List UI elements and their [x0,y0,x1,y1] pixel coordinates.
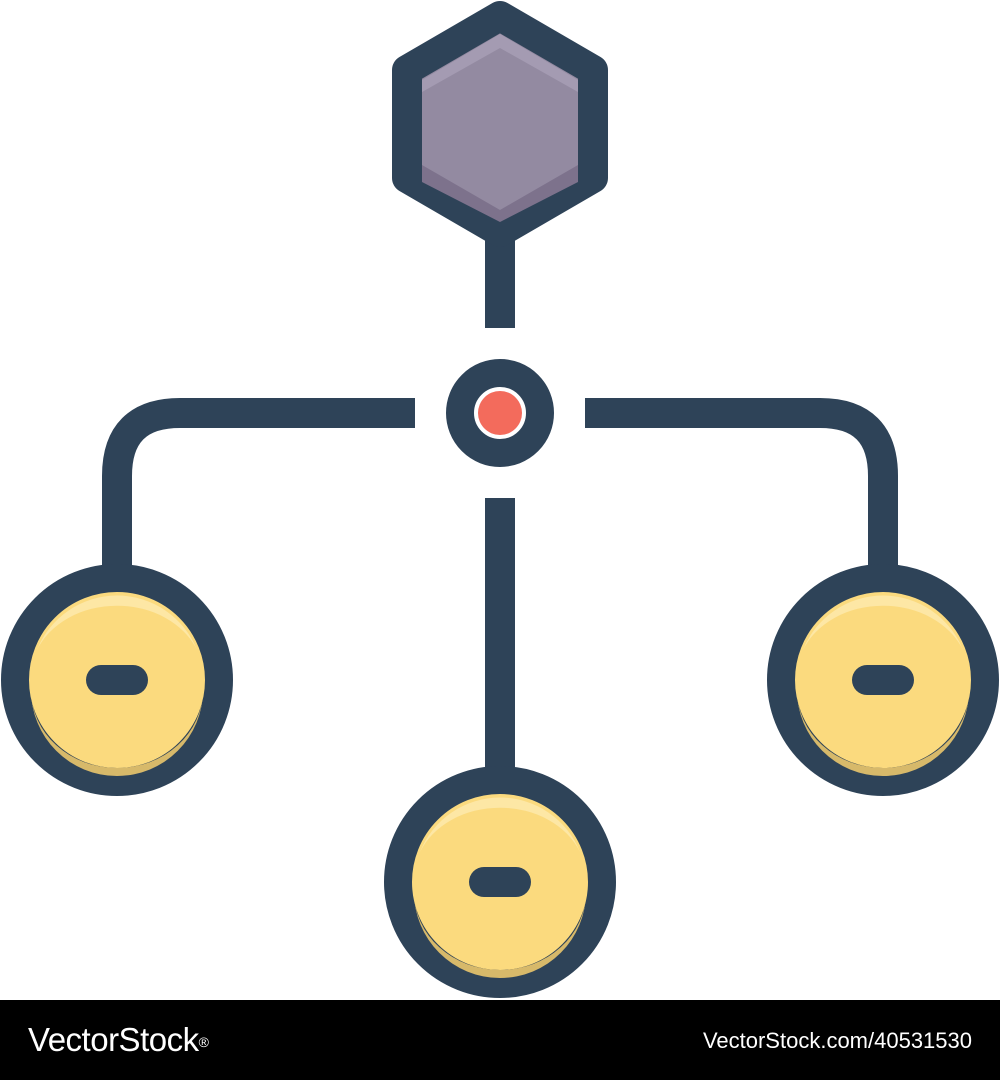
minus-circle-icon [384,766,616,998]
minus-circle-icon [1,564,233,796]
hierarchy-diagram [0,0,1000,1000]
watermark-footer: VectorStock® VectorStock.com/40531530 [0,1000,1000,1080]
minus-circle-icon [767,564,999,796]
hub-dot-icon [446,359,554,467]
hierarchy-diagram-svg [1,1,999,998]
connectors [102,232,898,772]
hub-to-right-connector [585,398,898,568]
image-id: VectorStock.com/40531530 [702,1028,972,1053]
brand-mark: ® [198,1034,209,1050]
brand-name: VectorStock [28,1021,199,1058]
hexagon-icon [392,1,608,247]
hub-to-left-connector [102,398,415,568]
vectorstock-logo: VectorStock® [28,1020,209,1060]
